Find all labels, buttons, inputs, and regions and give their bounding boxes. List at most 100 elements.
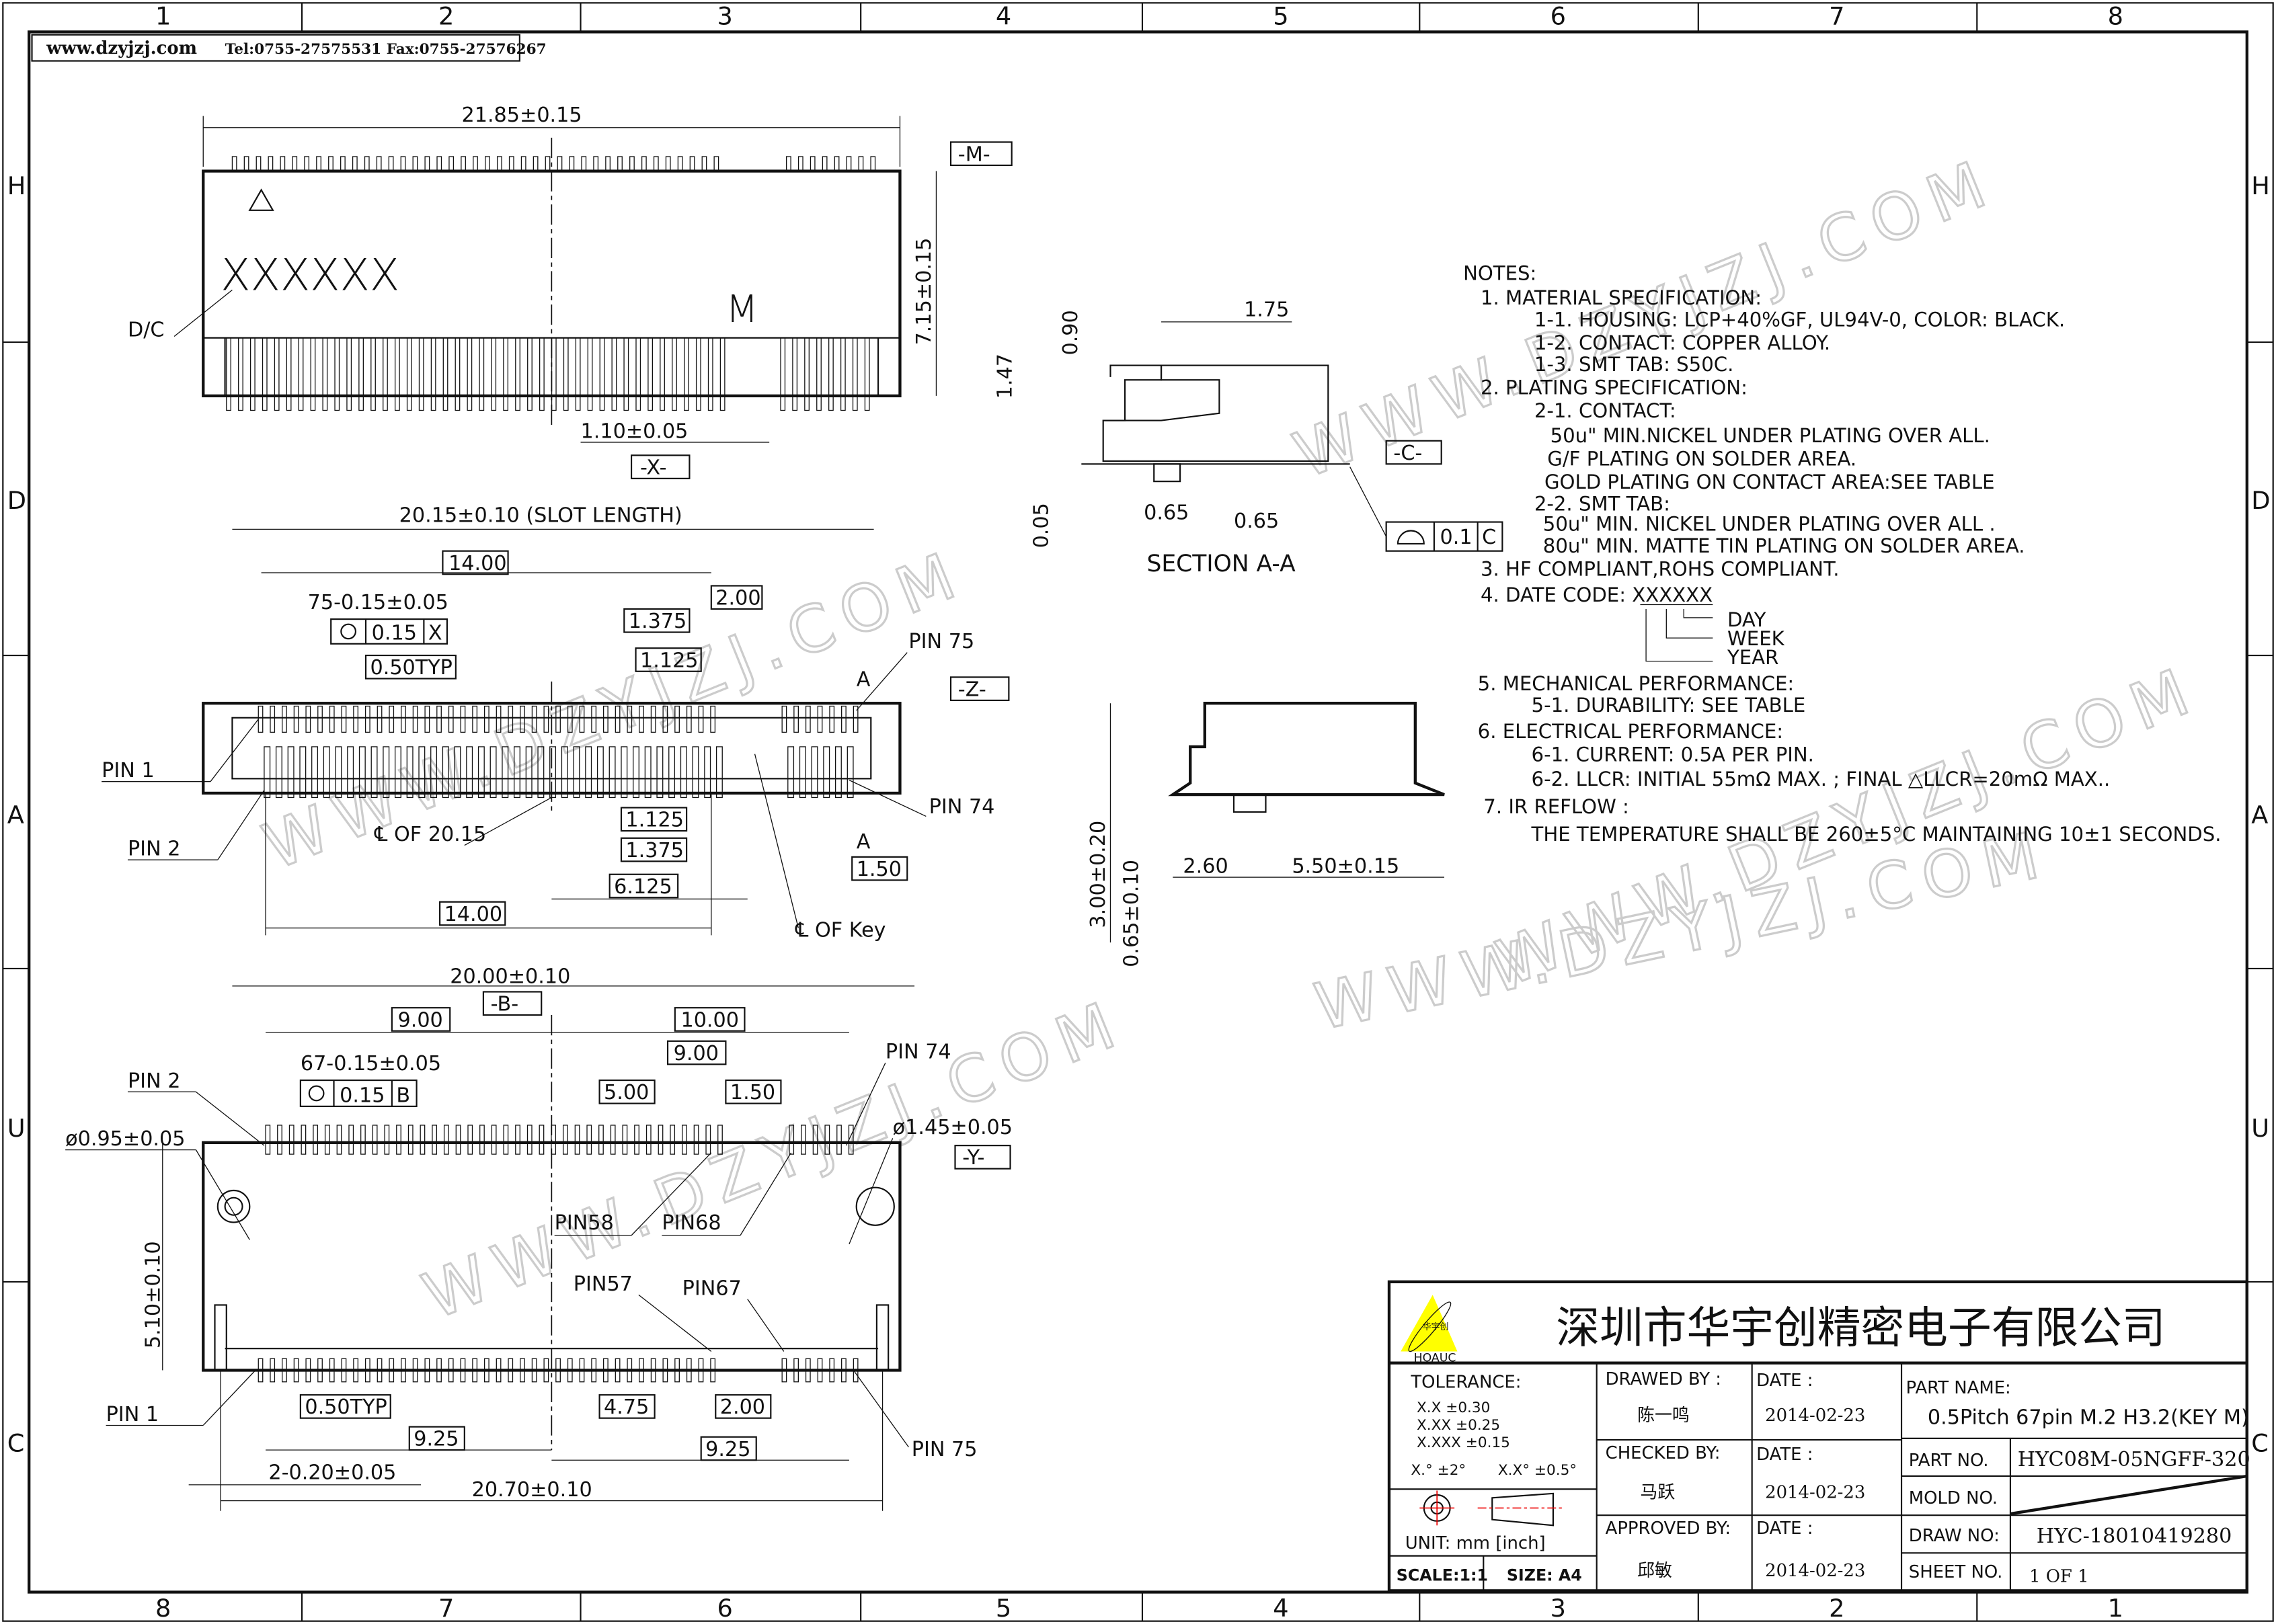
pin: [262, 337, 268, 411]
unit-label: UNIT: mm [inch]: [1405, 1533, 1546, 1553]
grid-column-label: 8: [2108, 2, 2123, 31]
grid-row-label: H: [7, 171, 26, 200]
pin: [418, 746, 426, 799]
grid-column-label: 3: [717, 2, 732, 31]
pin: [353, 1358, 359, 1383]
pin: [483, 1358, 489, 1383]
pin1-label: PIN 1: [102, 759, 155, 782]
pin: [660, 337, 665, 411]
pin: [442, 337, 448, 411]
section-a-bottom: A: [857, 830, 871, 854]
pin: [719, 337, 725, 411]
pin: [780, 337, 786, 411]
pin: [622, 1125, 628, 1155]
note-line: 1-1. HOUSING: LCP+40%GF, UL94V-0, COLOR:…: [1534, 308, 2065, 331]
pin: [710, 705, 716, 733]
pin: [394, 337, 400, 411]
pin: [689, 156, 695, 172]
checked-by-name: 马跃: [1640, 1482, 1675, 1502]
flatness-datum: C: [1482, 526, 1496, 549]
marking-text: XXXXXX: [221, 250, 399, 300]
grid-column-label: 1: [155, 2, 171, 31]
note-line: 7. IR REFLOW :: [1483, 795, 1629, 818]
pin: [341, 705, 347, 733]
dim-2000: 20.00±0.10: [450, 965, 570, 989]
pin: [581, 156, 587, 172]
pin: [602, 705, 609, 733]
svg-text:HOAUC: HOAUC: [1414, 1352, 1456, 1365]
pin: [864, 337, 870, 411]
pin: [602, 1358, 609, 1383]
contact-info: Tel:0755-27575531 Fax:0755-27576267: [225, 41, 547, 58]
date-3: 2014-02-23: [1765, 1561, 1865, 1581]
pin: [293, 1358, 299, 1383]
pin: [352, 156, 358, 172]
datum-m: -M-: [958, 143, 990, 166]
grid-row-label: D: [2251, 486, 2270, 515]
note-line: 6-2. LLCR: INITIAL 55mΩ MAX. ; FINAL △LL…: [1532, 768, 2111, 790]
grid-column-label: 7: [438, 1594, 454, 1623]
note-line: G/F PLATING ON SOLDER AREA.: [1547, 447, 1856, 470]
drawed-by-name: 陈一鸣: [1637, 1406, 1690, 1426]
pin: [545, 156, 551, 172]
pin: [585, 746, 592, 799]
note-line: 4. DATE CODE: XXXXXX: [1481, 583, 1713, 606]
dim-pitch-tol: 75-0.15±0.05: [308, 591, 448, 614]
pin: [834, 156, 840, 172]
pin: [804, 337, 810, 411]
pin: [335, 746, 342, 799]
pin: [824, 1125, 830, 1155]
grid-column-label: 1: [2108, 1594, 2123, 1623]
pin: [781, 1358, 787, 1383]
notes-block: NOTES:1. MATERIAL SPECIFICATION:1-1. HOU…: [1463, 261, 2221, 846]
pin: [641, 156, 647, 172]
pin: [858, 156, 864, 172]
pin: [364, 1358, 370, 1383]
pin: [650, 1358, 656, 1383]
pin: [496, 705, 502, 733]
pin: [406, 746, 414, 799]
pin: [400, 156, 406, 172]
approved-by-name: 邱敏: [1637, 1561, 1672, 1581]
pin: [695, 337, 701, 411]
section-view: 1.75 0.90 1.47 0.05 0.65 0.65 -C- 0.1 C …: [994, 298, 1503, 577]
pin: [360, 1125, 366, 1155]
pin: [412, 156, 418, 172]
grid-row-label: A: [2251, 801, 2268, 829]
pin: [816, 337, 822, 411]
title-block: 华宇创 HOAUC 深圳市华宇创精密电子有限公司 TOLERANCE: X.X …: [1387, 1280, 2250, 1592]
pin: [311, 746, 318, 799]
pin: [799, 746, 806, 799]
grid-row-label: U: [2251, 1114, 2269, 1143]
pin: [443, 1125, 449, 1155]
pin: [264, 746, 271, 799]
note-line: 2-2. SMT TAB:: [1534, 492, 1670, 515]
date-1: 2014-02-23: [1765, 1406, 1865, 1426]
mold-no-label: MOLD NO.: [1909, 1488, 1998, 1508]
pin: [686, 1358, 692, 1383]
pin: [693, 1125, 699, 1155]
pin: [347, 746, 354, 799]
pin: [710, 1358, 716, 1383]
pin: [627, 705, 633, 733]
pin: [787, 746, 795, 799]
pin: [668, 746, 676, 799]
dim-065-side: 0.65±0.10: [1120, 860, 1143, 967]
date-label-3: DATE :: [1756, 1518, 1813, 1539]
pin: [329, 705, 335, 733]
pin: [662, 705, 668, 733]
grid-row-label: D: [7, 486, 26, 515]
website-link[interactable]: www.dzyjzj.com: [46, 38, 197, 58]
pin: [567, 705, 573, 733]
dim-14-b: 14.00: [444, 903, 503, 926]
pin: [586, 1125, 592, 1155]
note-line: 1. MATERIAL SPECIFICATION:: [1481, 286, 1762, 309]
pin: [298, 337, 304, 411]
pin: [282, 705, 287, 733]
pin: [299, 746, 307, 799]
pin: [329, 1358, 335, 1383]
pin: [639, 1358, 644, 1383]
pin: [418, 337, 424, 411]
pin: [496, 1358, 502, 1383]
